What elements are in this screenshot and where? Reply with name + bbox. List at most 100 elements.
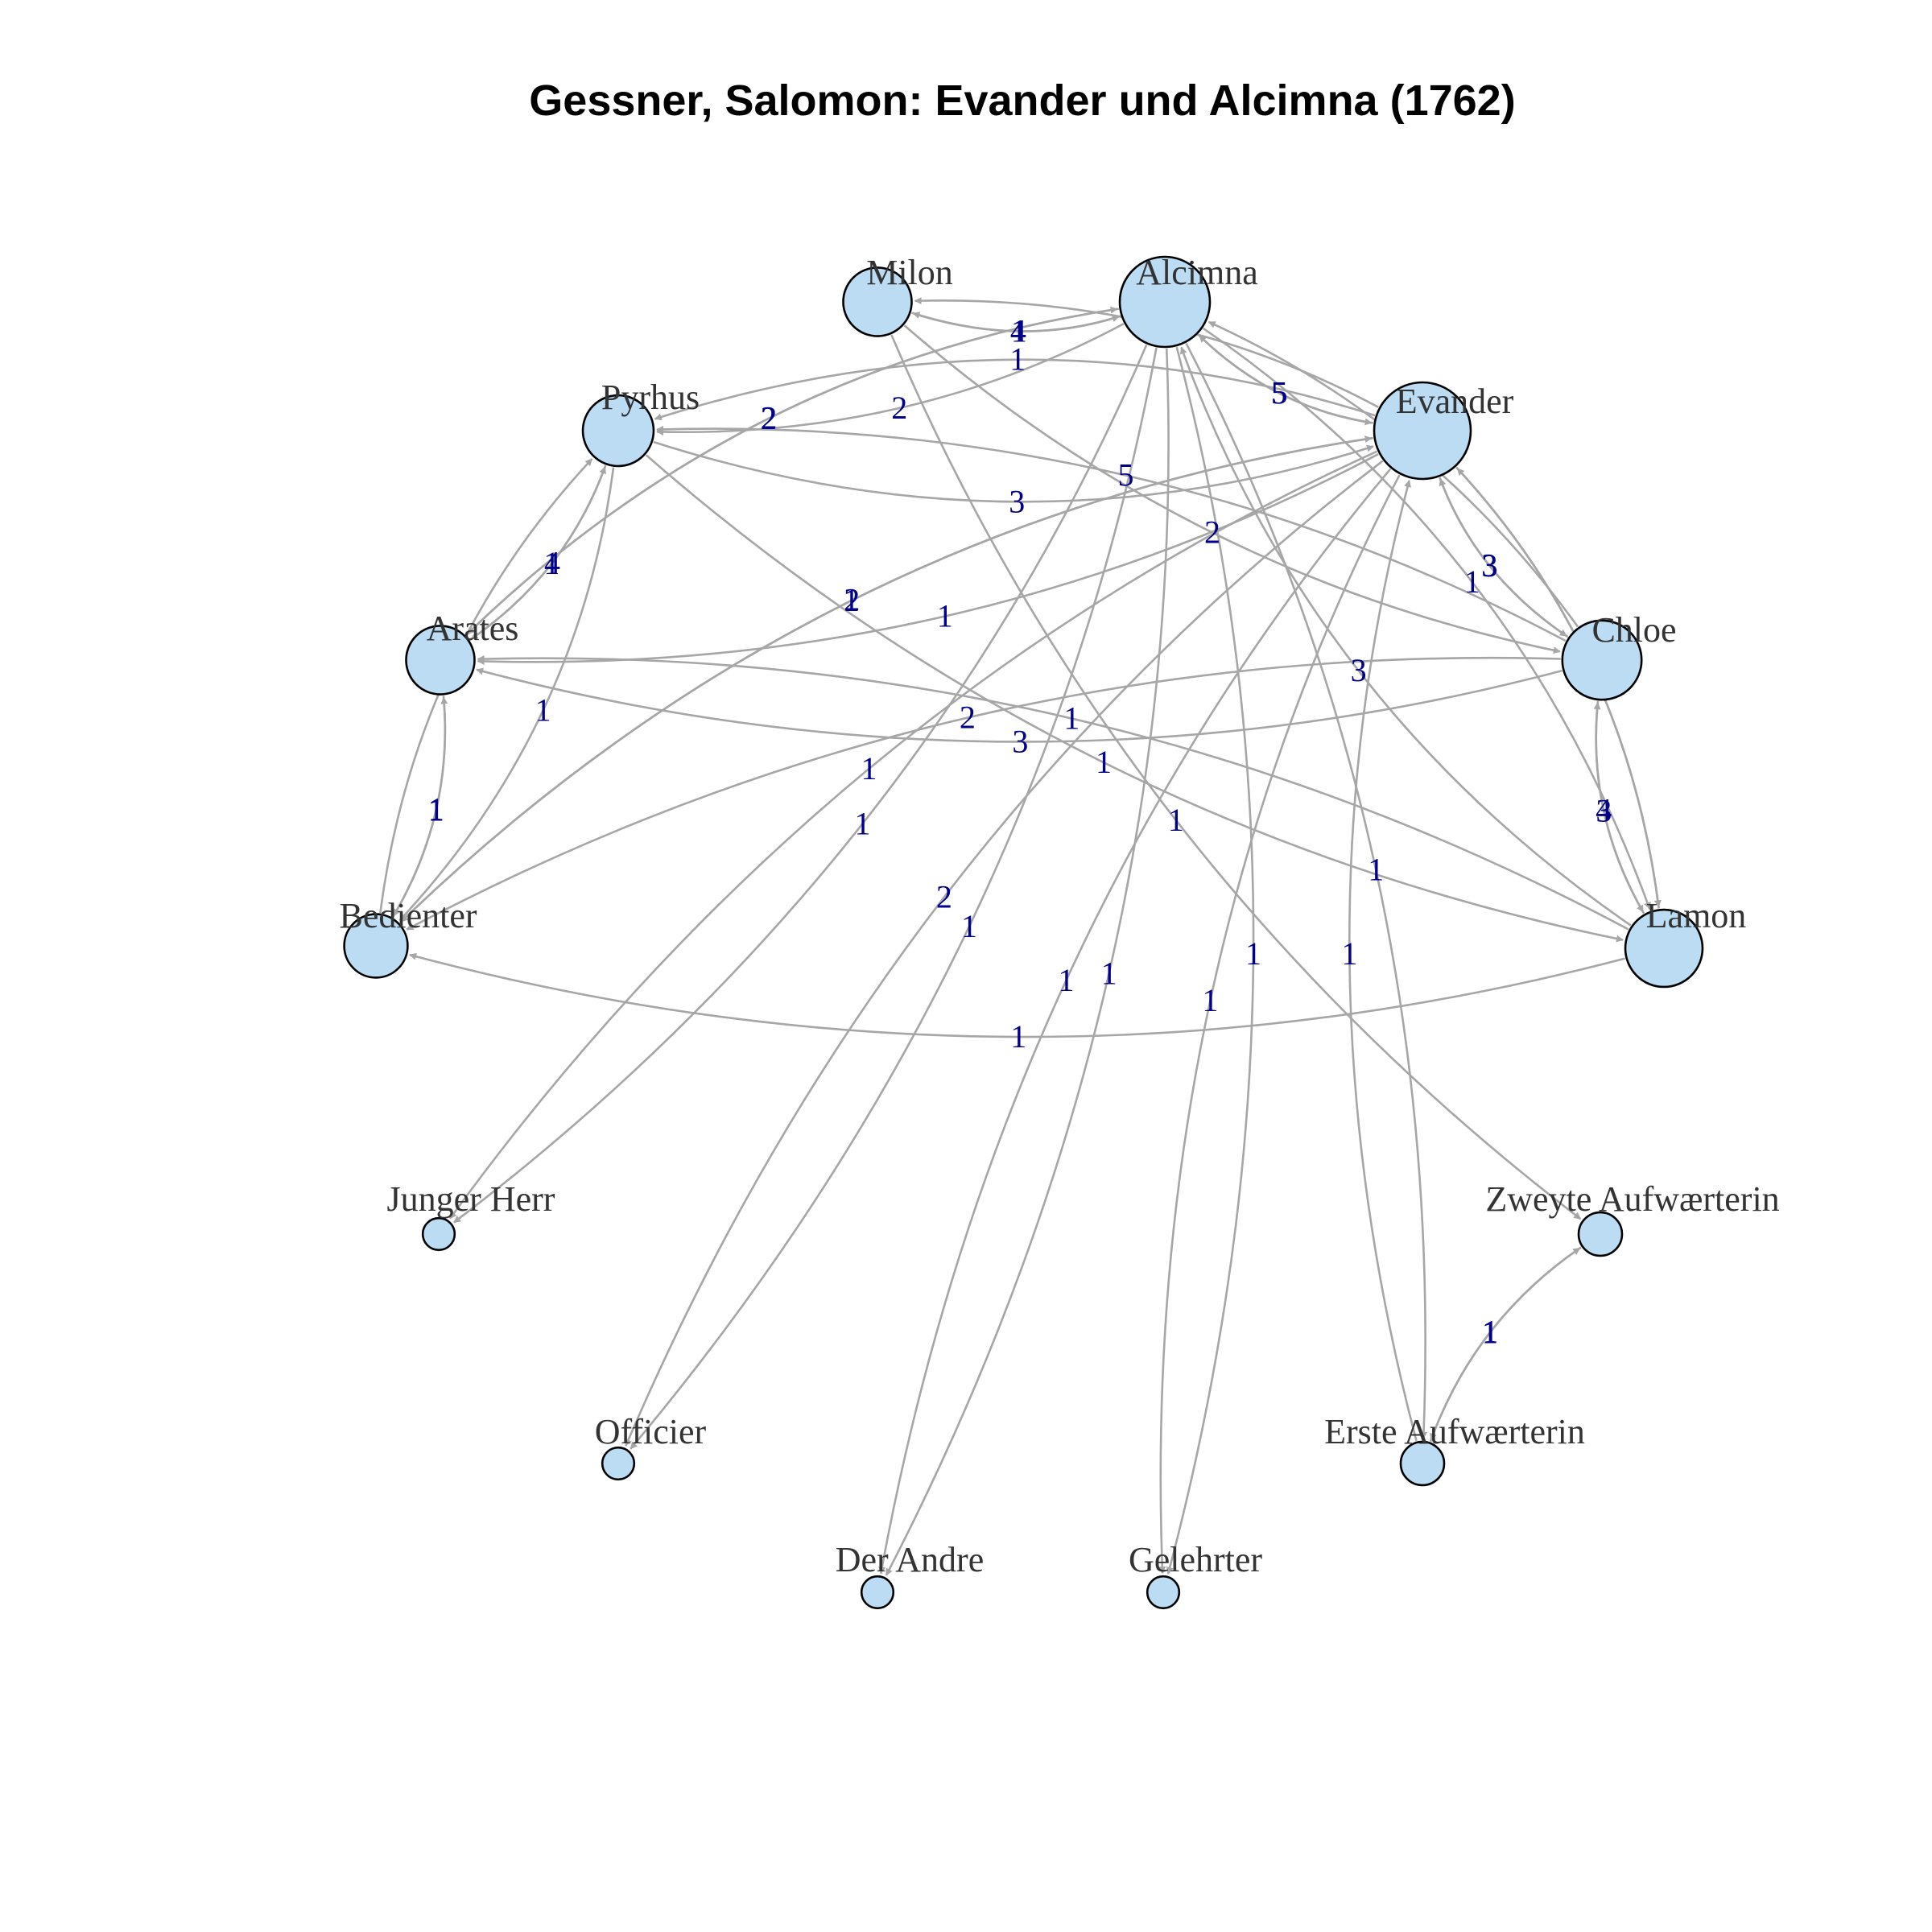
nodes-layer — [343, 255, 1704, 1610]
edge-ZweyteAufwaerterin-to-ErsteAufwaerterin — [1430, 1246, 1582, 1441]
edge-weight-label: 5 — [1271, 374, 1287, 411]
edge-weight-label: 1 — [428, 792, 444, 828]
edge-weight-label: 1 — [1063, 700, 1080, 736]
edge-Alcimna-to-DerAndre — [885, 348, 1170, 1576]
node-label-JungerHerr: Junger Herr — [387, 1179, 555, 1219]
edge-Alcimna-to-JungerHerr — [453, 344, 1148, 1224]
edge-weight-label: 1 — [1341, 935, 1357, 972]
node-label-ErsteAufwaerterin: Erste Aufwærterin — [1324, 1412, 1585, 1451]
node-Chloe — [1561, 619, 1643, 701]
edge-Evander-to-Arates — [477, 452, 1379, 666]
node-label-Pyrhus: Pyrhus — [601, 378, 700, 417]
edge-weight-label: 1 — [937, 598, 953, 634]
edge-weight-label: 1 — [861, 750, 877, 786]
edge-weight-label: 1 — [854, 805, 870, 841]
edge-ErsteAufwaerterin-to-Evander — [1348, 480, 1418, 1442]
edge-Chloe-to-Evander — [1439, 478, 1569, 638]
edge-Arates-to-Pyrhus — [469, 466, 607, 641]
edge-weight-label: 1 — [1368, 852, 1384, 888]
edge-Evander-to-Gelehrter — [1158, 474, 1401, 1575]
edge-weight-label: 1 — [1245, 935, 1261, 972]
edge-Bedienter-to-Evander — [398, 436, 1373, 924]
node-label-Arates: Arates — [427, 609, 519, 648]
node-label-Bedienter: Bedienter — [339, 896, 477, 935]
edge-weight-label: 1 — [1010, 1018, 1026, 1055]
edge-weight-label: 5 — [1272, 375, 1288, 411]
edge-ErsteAufwaerterin-to-ZweyteAufwaerterin — [1429, 1247, 1581, 1443]
edge-Chloe-to-Alcimna — [1208, 320, 1579, 628]
node-label-ZweyteAufwaerterin: Zweyte Aufwærterin — [1485, 1179, 1779, 1219]
edge-weight-label: 4 — [1010, 313, 1026, 349]
edge-Lamon-to-Alcimna — [1179, 346, 1632, 927]
edge-weight-label: 1 — [961, 908, 977, 944]
edge-weight-label: 1 — [1202, 982, 1218, 1018]
node-Milon — [842, 266, 913, 337]
node-Gelehrter — [1146, 1575, 1181, 1610]
edge-weight-label: 1 — [543, 545, 559, 581]
node-label-Alcimna: Alcimna — [1136, 253, 1258, 292]
edge-weight-label: 1 — [1058, 962, 1074, 998]
edge-Pyrhus-to-Bedienter — [398, 467, 615, 922]
edge-Alcimna-to-Officier — [630, 347, 1158, 1450]
edge-weight-label: 4 — [1596, 792, 1612, 828]
node-label-Lamon: Lamon — [1646, 896, 1747, 935]
node-Lamon — [1624, 908, 1704, 989]
edge-weight-label: 2 — [891, 390, 907, 426]
edge-weight-label: 1 — [843, 582, 859, 618]
edge-weight-label: 3 — [1351, 652, 1367, 688]
edge-weight-label: 1 — [1096, 744, 1112, 780]
edge-weight-label: 1 — [1482, 1314, 1498, 1350]
edge-Evander-to-Chloe — [1439, 477, 1567, 638]
edge-Milon-to-ZweyteAufwaerterin — [890, 334, 1582, 1220]
edge-Evander-to-Officier — [625, 460, 1384, 1447]
edge-Evander-to-JungerHerr — [448, 450, 1378, 1220]
edge-Bedienter-to-Arates — [391, 696, 448, 918]
edge-Lamon-to-Chloe — [1593, 702, 1645, 914]
edge-weight-label: 1 — [1482, 1314, 1498, 1350]
edge-Alcimna-to-Milon — [912, 312, 1121, 332]
edge-weight-label: 3 — [1009, 483, 1025, 519]
node-Alcimna — [1118, 255, 1212, 349]
node-label-Evander: Evander — [1396, 382, 1514, 421]
edges-layer — [379, 297, 1662, 1576]
edge-weight-label: 1 — [428, 791, 444, 828]
node-Bedienter — [343, 913, 409, 979]
node-ZweyteAufwaerterin — [1577, 1211, 1624, 1257]
edge-weight-label: 5 — [1117, 457, 1133, 493]
edge-weight-label: 1 — [1168, 802, 1184, 838]
edge-weight-label: 2 — [936, 878, 952, 914]
edge-weight-label: 1 — [1101, 955, 1117, 991]
node-DerAndre — [860, 1575, 895, 1610]
node-Pyrhus — [581, 394, 655, 468]
edge-weight-label: 4 — [544, 544, 560, 580]
edge-weight-label: 1 — [535, 692, 551, 729]
edge-Lamon-to-Bedienter — [409, 952, 1625, 1038]
edge-weight-label: 2 — [1204, 514, 1220, 551]
node-JungerHerr — [421, 1216, 456, 1252]
edge-weight-label: 3 — [1482, 547, 1498, 584]
edge-weight-label: 3 — [1012, 723, 1028, 759]
edge-weight-label: 2 — [960, 700, 976, 736]
edge-Evander-to-Pyrhus — [654, 358, 1376, 421]
node-label-Officier: Officier — [595, 1412, 707, 1451]
edge-Alcimna-to-Arates — [466, 308, 1119, 635]
edge-weight-label: 2 — [761, 400, 777, 436]
diagram-title: Gessner, Salomon: Evander und Alcimna (1… — [529, 76, 1515, 125]
edge-weight-label: 2 — [761, 400, 777, 436]
edge-Alcimna-to-Lamon — [1203, 327, 1651, 910]
edge-Pyrhus-to-Lamon — [645, 454, 1624, 943]
edge-weight-label: 1 — [1011, 313, 1027, 349]
edge-Chloe-to-Pyrhus — [656, 425, 1567, 642]
edge-Evander-to-Alcimna — [1199, 334, 1373, 424]
edge-weight-label: 1 — [1009, 341, 1026, 378]
edge-Alcimna-to-Gelehrter — [1166, 346, 1255, 1575]
node-Evander — [1373, 381, 1472, 481]
edge-weight-label: 3 — [1481, 547, 1497, 583]
edge-weight-label: 2 — [844, 582, 860, 618]
node-Arates — [405, 625, 476, 696]
node-Officier — [601, 1446, 636, 1481]
edge-Alcimna-to-ErsteAufwaerterin — [1185, 342, 1428, 1439]
edge-Pyrhus-to-Evander — [653, 440, 1374, 503]
